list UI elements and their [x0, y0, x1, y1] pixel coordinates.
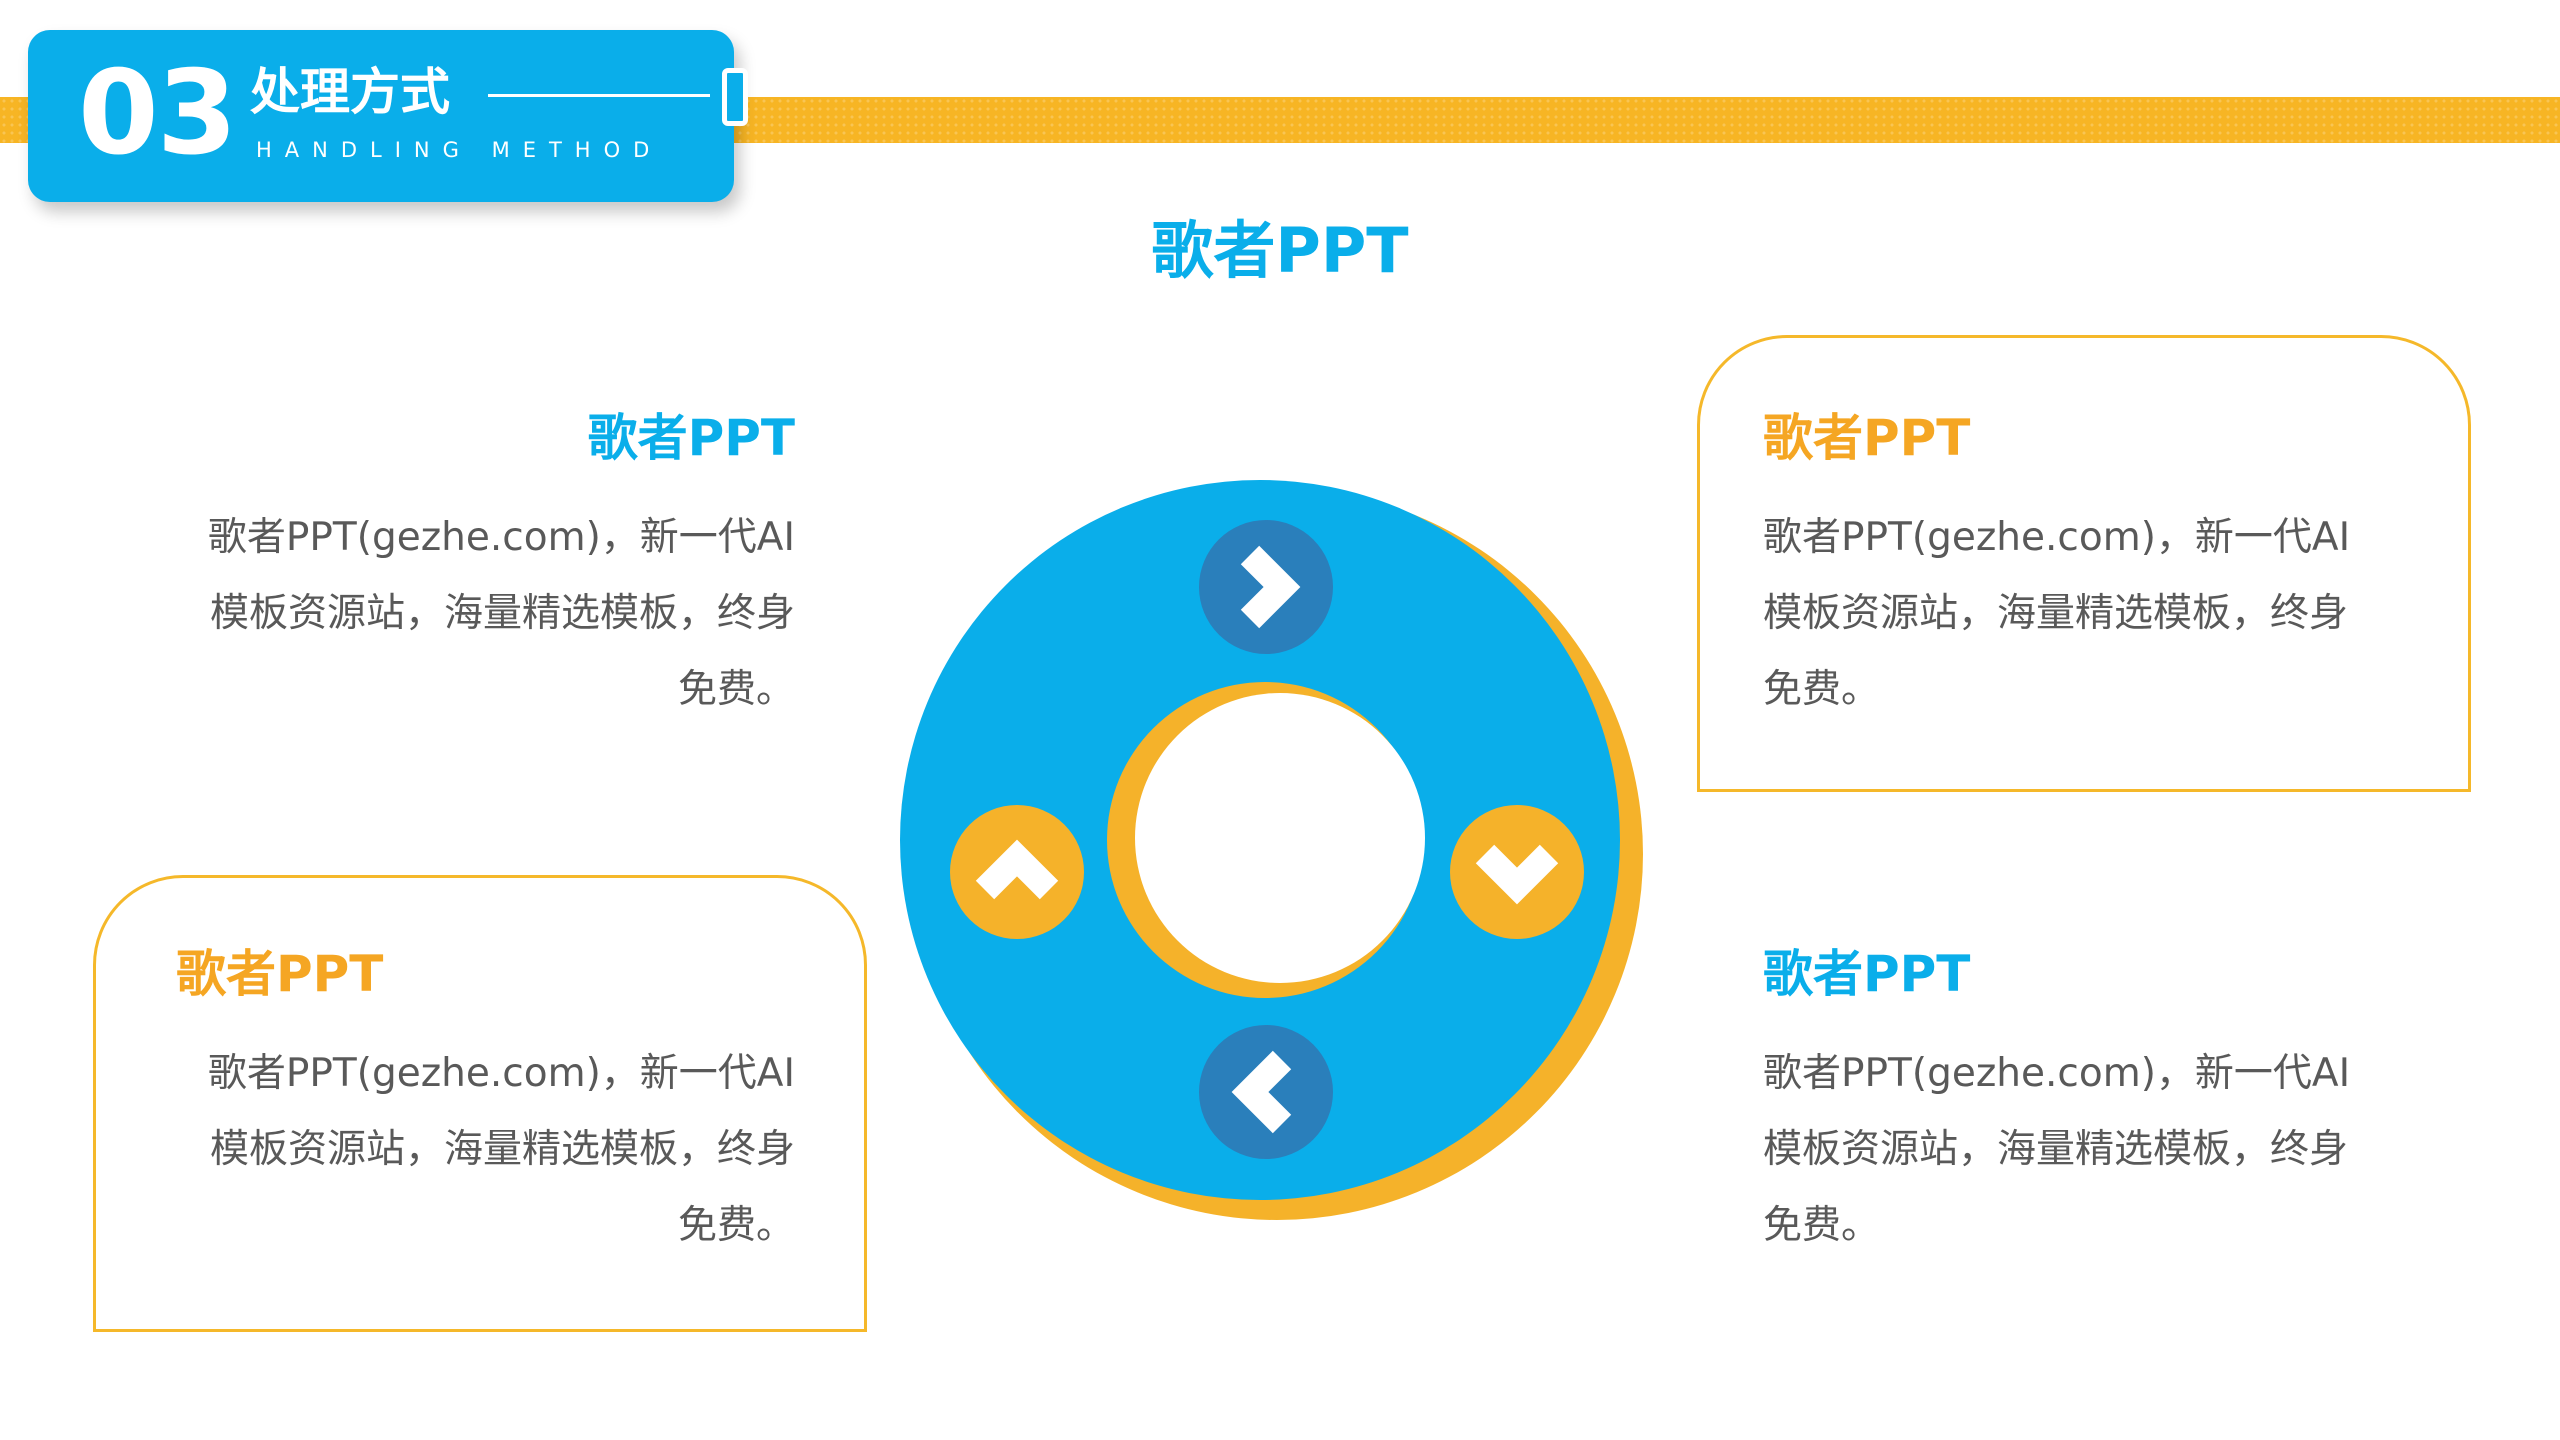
block-body: 歌者PPT(gezhe.com)，新一代AI 模板资源站，海量精选模板，终身 免…: [1763, 1036, 2423, 1264]
block-body: 歌者PPT(gezhe.com)，新一代AI 模板资源站，海量精选模板，终身 免…: [1763, 500, 2423, 728]
text-block-top-left: 歌者PPT 歌者PPT(gezhe.com)，新一代AI 模板资源站，海量精选模…: [130, 406, 795, 728]
body-line: 模板资源站，海量精选模板，终身: [1763, 1127, 2349, 1172]
main-title: 歌者PPT: [1151, 214, 1409, 287]
header-divider-line: [488, 94, 710, 97]
section-title: 处理方式: [250, 63, 450, 121]
section-header-card: 03 处理方式 HANDLING METHOD: [28, 30, 748, 202]
block-title: 歌者PPT: [1763, 409, 1971, 467]
text-block-bottom-right: 歌者PPT 歌者PPT(gezhe.com)，新一代AI 模板资源站，海量精选模…: [1763, 942, 2423, 1264]
chevron-up-icon: [950, 805, 1084, 939]
ring-center-hole: [1135, 693, 1425, 983]
body-line: 免费。: [1763, 1203, 1881, 1248]
body-line: 歌者PPT(gezhe.com)，新一代AI: [1763, 1051, 2351, 1096]
block-body: 歌者PPT(gezhe.com)，新一代AI 模板资源站，海量精选模板，终身 免…: [130, 1036, 795, 1264]
section-subtitle: HANDLING METHOD: [256, 138, 663, 162]
body-line: 模板资源站，海量精选模板，终身: [1763, 591, 2349, 636]
section-number: 03: [78, 46, 237, 181]
bottom-left-outline-box: [93, 875, 867, 1332]
body-line: 模板资源站，海量精选模板，终身: [209, 1127, 795, 1172]
block-title: 歌者PPT: [1763, 945, 1971, 1003]
block-body: 歌者PPT(gezhe.com)，新一代AI 模板资源站，海量精选模板，终身 免…: [130, 500, 795, 728]
block-title: 歌者PPT: [176, 945, 384, 1003]
block-title: 歌者PPT: [587, 409, 795, 467]
chevron-right-icon: [1199, 520, 1333, 654]
body-line: 歌者PPT(gezhe.com)，新一代AI: [207, 1051, 795, 1096]
ring-diagram: [900, 480, 1643, 1220]
body-line: 免费。: [677, 667, 795, 712]
header-tab-decoration: [722, 68, 748, 126]
text-block-bottom-left: 歌者PPT 歌者PPT(gezhe.com)，新一代AI 模板资源站，海量精选模…: [130, 942, 795, 1264]
body-line: 免费。: [1763, 667, 1881, 712]
body-line: 免费。: [677, 1203, 795, 1248]
body-line: 歌者PPT(gezhe.com)，新一代AI: [1763, 515, 2351, 560]
chevron-down-icon: [1450, 805, 1584, 939]
chevron-left-icon: [1199, 1025, 1333, 1159]
top-right-outline-box: [1697, 335, 2471, 792]
text-block-top-right: 歌者PPT 歌者PPT(gezhe.com)，新一代AI 模板资源站，海量精选模…: [1763, 406, 2423, 728]
body-line: 歌者PPT(gezhe.com)，新一代AI: [207, 515, 795, 560]
body-line: 模板资源站，海量精选模板，终身: [209, 591, 795, 636]
